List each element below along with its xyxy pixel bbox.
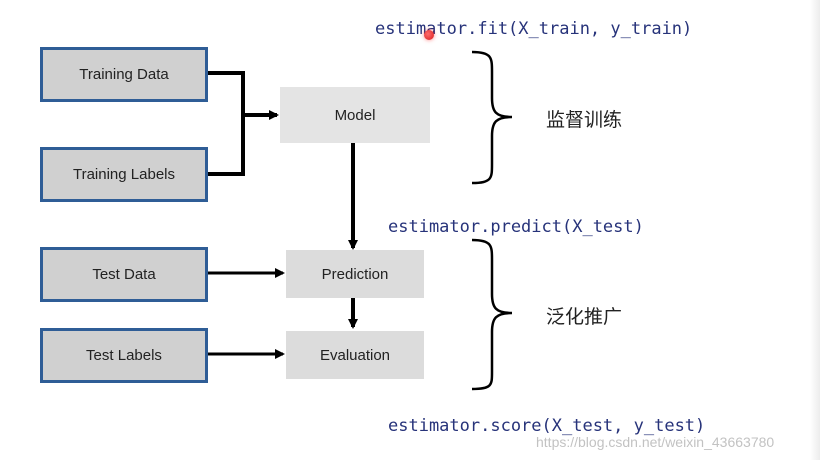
test-labels-box: Test Labels [40, 328, 208, 383]
training-data-connector [207, 71, 245, 176]
watermark-text: https://blog.csdn.net/weixin_43663780 [536, 434, 775, 450]
evaluation-label: Evaluation [319, 346, 391, 364]
test-data-label: Test Data [92, 266, 156, 283]
fit-code: estimator.fit(X_train, y_train) [375, 19, 693, 39]
model-box: Model [280, 87, 430, 143]
predict-code: estimator.predict(X_test) [388, 217, 644, 237]
prediction-label: Prediction [321, 265, 389, 283]
score-code: estimator.score(X_test, y_test) [388, 416, 706, 436]
test-data-box: Test Data [40, 247, 208, 302]
training-labels-box: Training Labels [40, 147, 208, 202]
evaluation-box: Evaluation [286, 331, 424, 379]
training-data-label: Training Data [79, 66, 169, 83]
generalization-label: 泛化推广 [546, 306, 623, 328]
test-labels-label: Test Labels [86, 347, 162, 364]
training-brace [471, 50, 513, 185]
window-edge [810, 0, 820, 460]
supervised-training-label: 监督训练 [546, 109, 623, 131]
generalization-brace [471, 238, 513, 391]
model-label: Model [334, 106, 376, 124]
training-labels-label: Training Labels [72, 166, 175, 183]
prediction-box: Prediction [286, 250, 424, 298]
training-data-box: Training Data [40, 47, 208, 102]
cursor-pointer [424, 30, 434, 40]
